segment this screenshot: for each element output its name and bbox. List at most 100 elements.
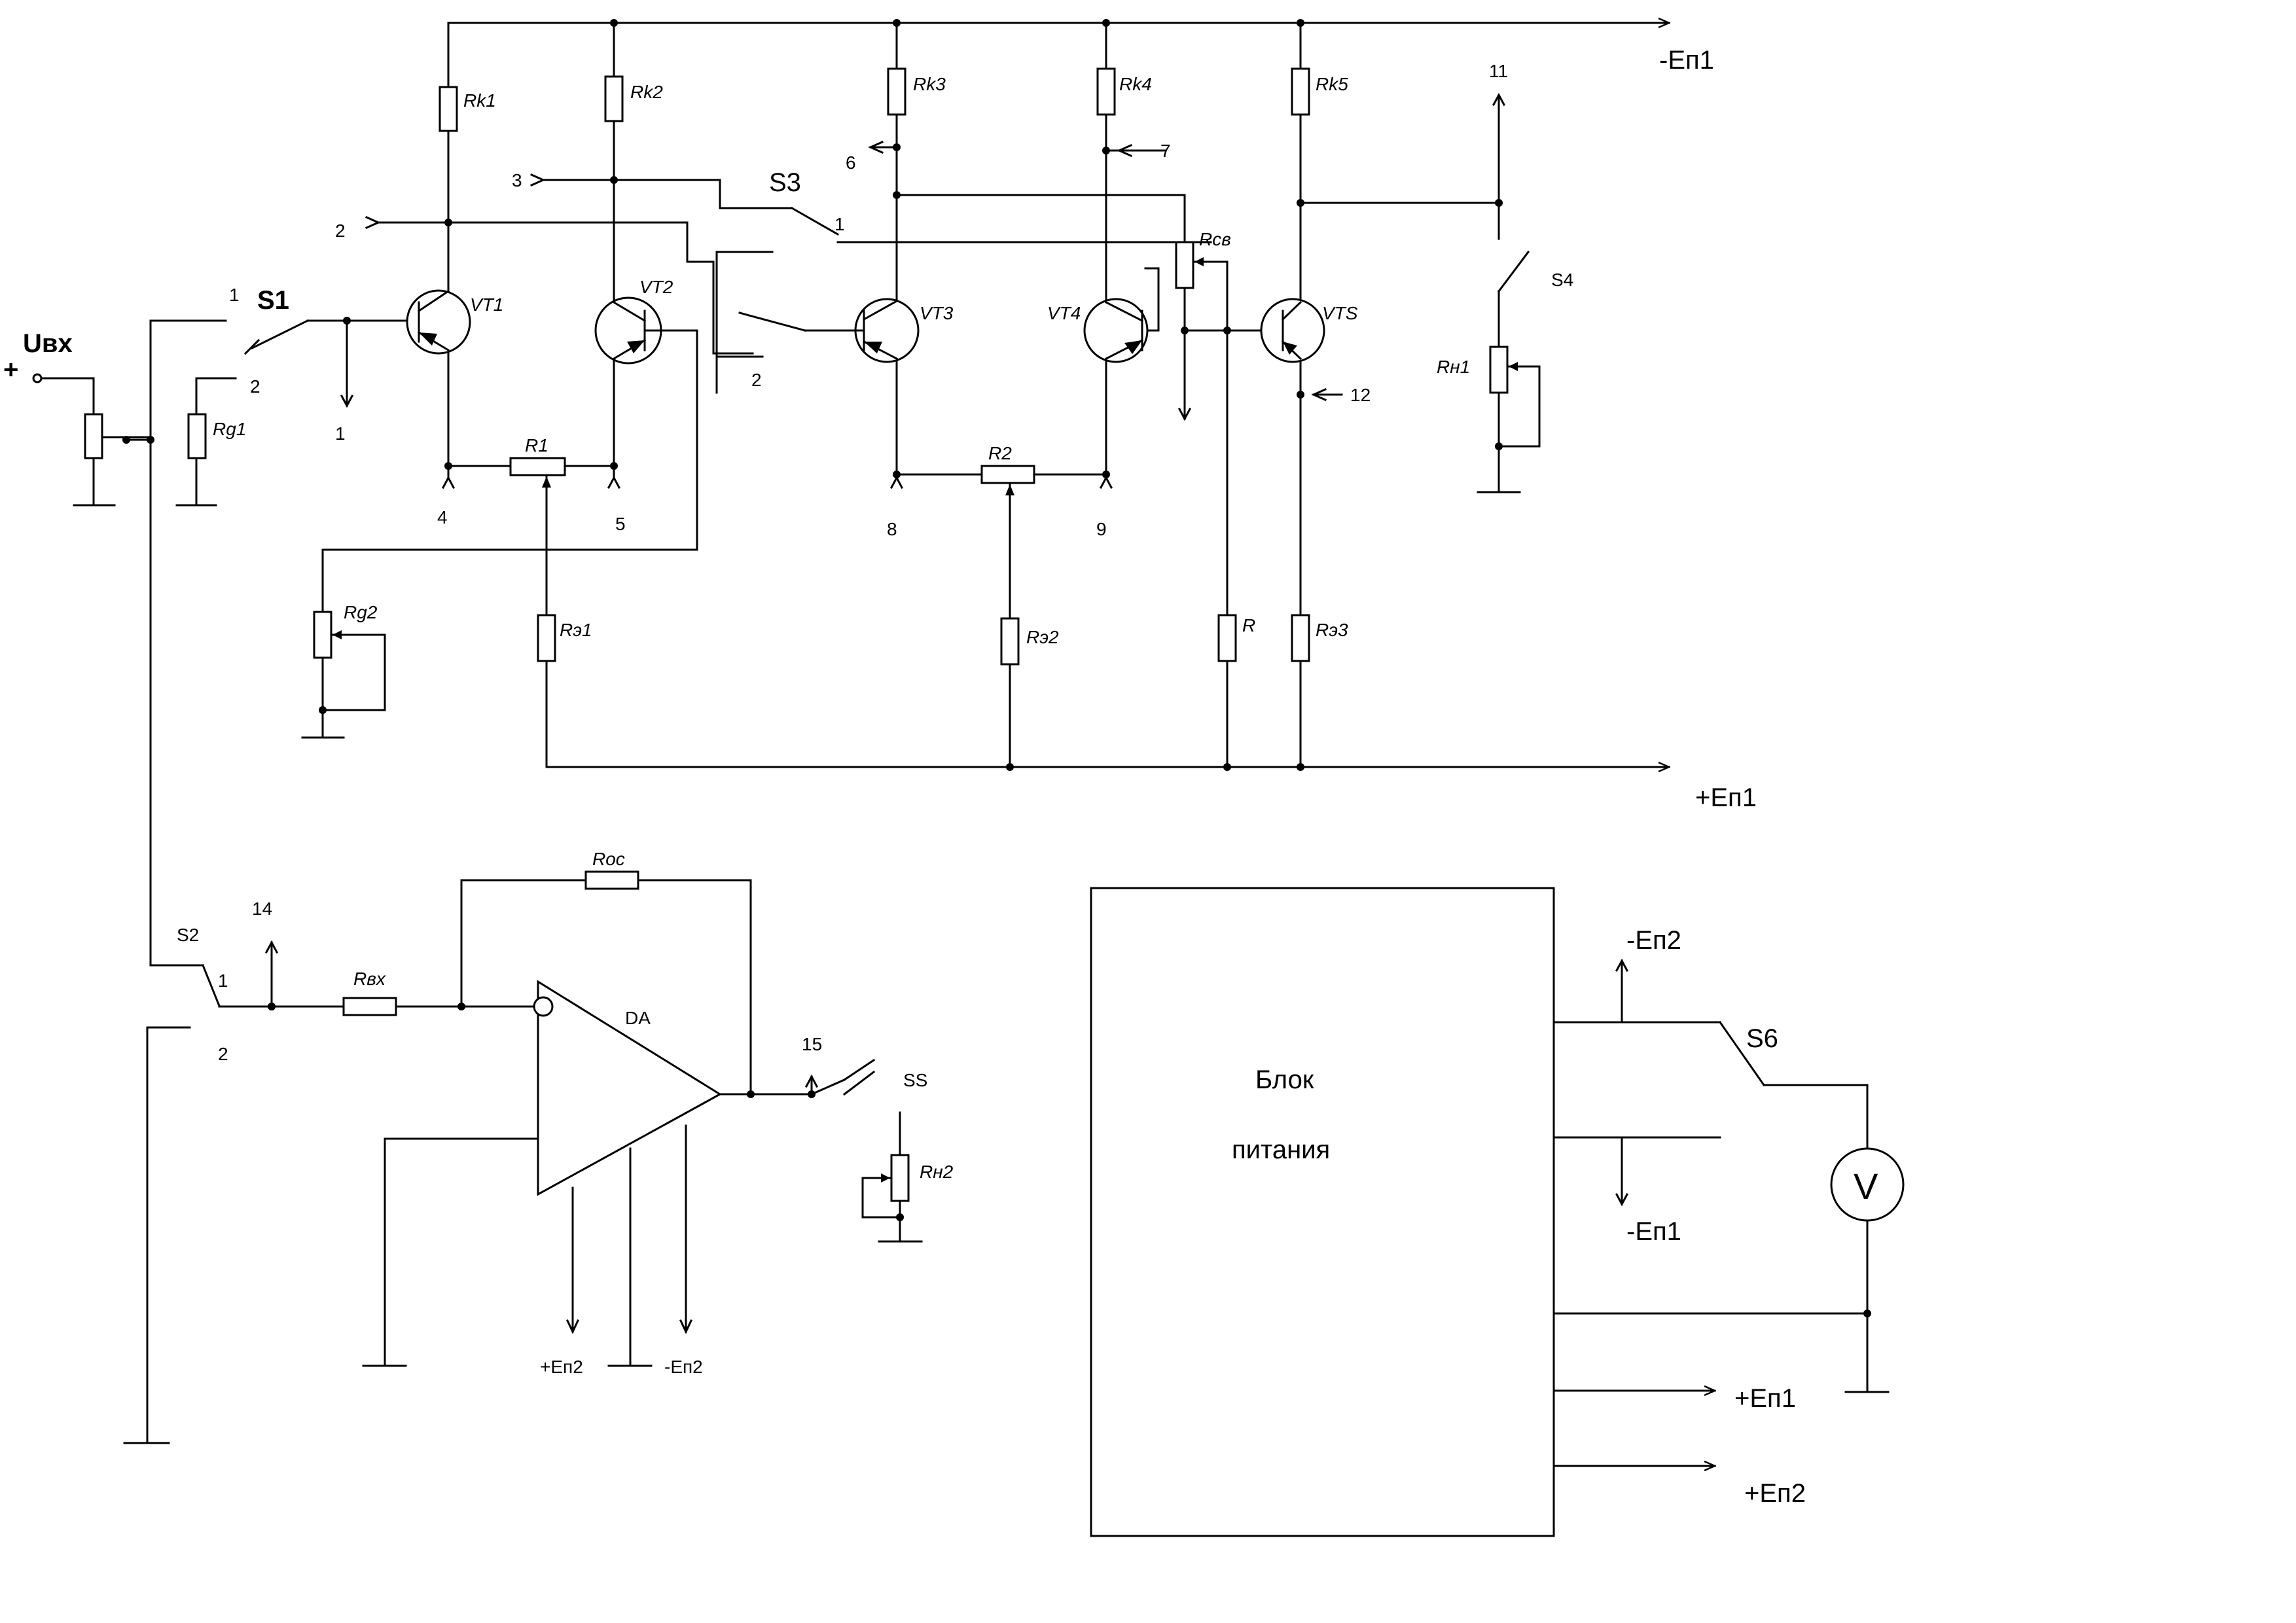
resistor-rg1-branch — [175, 377, 237, 507]
resistor-rk5-label: Rk5 — [1316, 74, 1348, 94]
vt3-wiring — [868, 22, 1186, 490]
junction — [893, 191, 901, 199]
resistor-rk3-label: Rk3 — [913, 74, 946, 94]
switch-s3-label: S3 — [769, 168, 801, 197]
resistor-roc — [584, 870, 639, 890]
junction — [1297, 391, 1304, 399]
resistor-re2 — [1000, 617, 1020, 666]
switch-s5-branch — [861, 1111, 923, 1243]
switch-s3-pos1: 1 — [834, 214, 845, 234]
transistor-vt2-label: VT2 — [639, 277, 673, 297]
junction — [1102, 19, 1110, 27]
test-point-1-label: 1 — [335, 423, 346, 444]
test-point-11-label: 11 — [1489, 61, 1508, 81]
opamp-da — [533, 980, 722, 1196]
opamp-neg-supply-label: -Еп2 — [664, 1357, 703, 1377]
resistor-rk4-label: Rk4 — [1119, 74, 1152, 94]
junction — [1297, 199, 1304, 207]
resistor-rg2-branch — [301, 630, 386, 739]
rail-pos-ep1-label: +Еп1 — [1695, 783, 1757, 812]
junction — [1223, 763, 1231, 771]
switch-s2[interactable] — [202, 964, 273, 1008]
test-point-15-label: 15 — [802, 1034, 822, 1054]
switch-s2-wiring — [123, 438, 204, 1444]
resistor-r — [1217, 614, 1237, 662]
switch-s4-label: S4 — [1551, 270, 1573, 290]
test-point-4-label: 4 — [437, 507, 448, 527]
resistor-rn2 — [890, 1154, 910, 1202]
transistor-vt5-label: VTS — [1322, 303, 1358, 323]
junction — [457, 1003, 465, 1010]
resistor-rse-wiring — [1177, 233, 1284, 768]
test-point-7-label: 7 — [1160, 141, 1171, 161]
resistor-re1 — [537, 614, 556, 662]
switch-s2-pos1: 1 — [218, 971, 228, 991]
junction — [610, 176, 618, 184]
transistor-vt3-label: VT3 — [920, 303, 954, 323]
resistor-rse — [1175, 241, 1194, 289]
junction — [122, 436, 130, 444]
power-pos-ep1-label: +Еп1 — [1734, 1384, 1796, 1413]
resistor-re3-label: Rэ3 — [1316, 620, 1348, 640]
transistor-vt2 — [594, 296, 669, 365]
switch-s5-label: SS — [903, 1070, 927, 1090]
resistor-rn1-label: Rн1 — [1437, 357, 1470, 377]
power-neg-ep1-label: -Еп1 — [1626, 1217, 1681, 1246]
junction — [1297, 763, 1304, 771]
resistor-rk1-label: Rk1 — [463, 90, 496, 111]
vt1-wiring — [365, 22, 754, 490]
switch-s1[interactable] — [243, 319, 417, 355]
junction — [268, 1003, 276, 1010]
junction — [747, 1090, 755, 1098]
switch-s2-label: S2 — [177, 925, 199, 945]
resistor-rse-label: Rсв — [1199, 229, 1231, 249]
transistor-vt1 — [406, 289, 471, 355]
resistor-rn2-label: Rн2 — [920, 1162, 954, 1182]
power-block-outputs — [1552, 958, 1869, 1466]
test-point-8-label: 8 — [887, 519, 897, 539]
switch-s6[interactable] — [1718, 1020, 1869, 1087]
junction — [319, 706, 327, 714]
resistor-rk4 — [1096, 67, 1116, 116]
test-point-2-label: 2 — [335, 221, 346, 241]
test-point-14-label: 14 — [252, 899, 272, 919]
junction — [893, 143, 901, 151]
junction — [1102, 471, 1110, 478]
resistor-re3 — [1291, 614, 1310, 662]
junction — [1495, 199, 1503, 207]
supply-arrows — [566, 1319, 692, 1334]
transistor-vt1-label: VT1 — [470, 294, 503, 315]
resistor-roc-label: Roc — [592, 849, 625, 869]
resistor-r2-wiring — [1005, 473, 1107, 768]
switch-s3-pos2: 2 — [751, 370, 762, 390]
switch-s1-label: S1 — [257, 286, 289, 315]
switch-s3[interactable] — [715, 206, 1212, 394]
voltmeter: V — [1830, 1147, 1905, 1222]
junction — [1181, 327, 1189, 334]
resistor-re1-label: Rэ1 — [560, 620, 592, 640]
junction — [610, 462, 618, 470]
junction — [444, 219, 452, 226]
junction — [1102, 147, 1110, 154]
resistor-rk2-label: Rk2 — [630, 82, 663, 102]
test-point-12-label: 12 — [1350, 385, 1371, 405]
junction — [610, 19, 618, 27]
resistor-r2 — [980, 465, 1035, 484]
resistor-rvx-label: Rвх — [353, 969, 386, 989]
resistor-rk2 — [604, 75, 624, 122]
switch-s4[interactable] — [1497, 250, 1530, 293]
transistor-vt3 — [843, 298, 920, 363]
switch-s2-pos2: 2 — [218, 1044, 228, 1064]
opamp-wiring — [270, 879, 876, 1367]
switch-s1-pos1: 1 — [229, 285, 240, 305]
switch-s5[interactable] — [842, 1070, 876, 1096]
test-point-5-label: 5 — [615, 514, 626, 534]
opamp-da-label: DA — [625, 1008, 651, 1028]
resistor-rk3 — [887, 67, 906, 116]
switch-s4-branch — [1477, 92, 1541, 493]
switch-s6-label: S6 — [1746, 1024, 1778, 1053]
junction — [1006, 763, 1014, 771]
resistor-rk5 — [1291, 67, 1310, 116]
power-pos-ep2-label: +Еп2 — [1744, 1479, 1806, 1508]
